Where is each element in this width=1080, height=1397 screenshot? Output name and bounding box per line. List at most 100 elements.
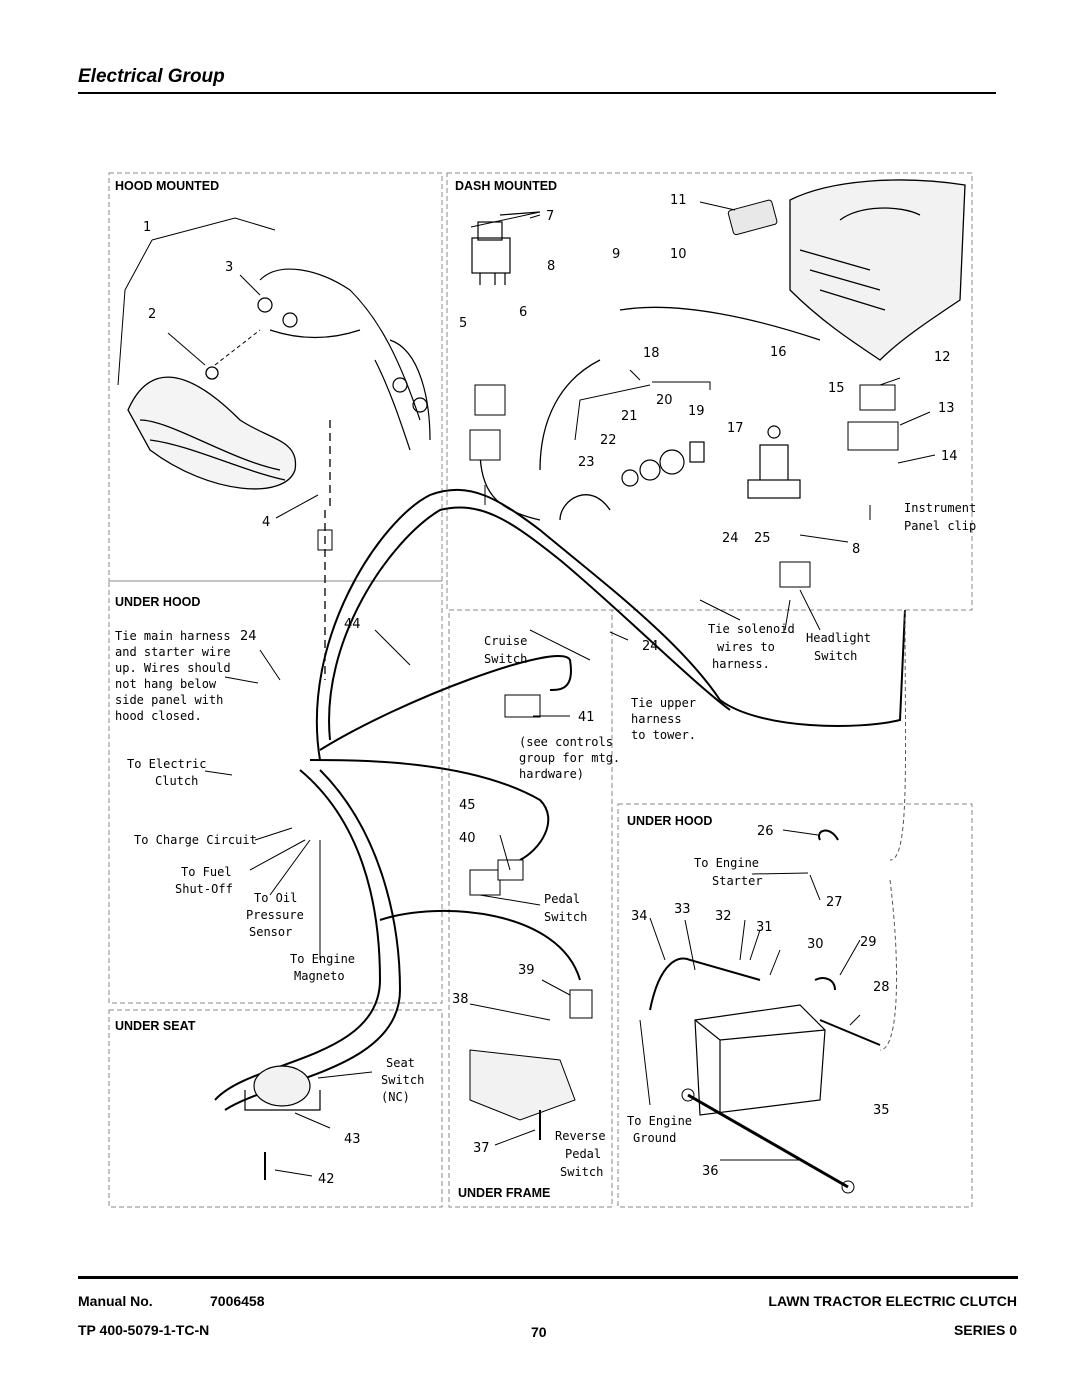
label-seat-switch-0: Seat [386,1056,415,1070]
callout-14: 14 [941,449,958,464]
diagram-labels: Tie main harness and starter wire up. Wi… [115,501,976,1179]
label-see-controls-1: group for mtg. [519,751,620,765]
label-headlight-switch-1: Switch [814,649,857,663]
section-under-hood-right: UNDER HOOD [627,814,712,828]
starter-cable-icon [819,1019,881,1046]
callout-5: 5 [459,316,467,331]
callout-25: 25 [754,531,771,546]
main-harness [214,488,906,1111]
page-number: 70 [531,1324,547,1340]
label-to-oil-2: Sensor [249,925,292,939]
callout-7: 7 [546,209,554,224]
battery-cable-icon [649,957,761,1011]
headlight-assembly-icon [127,366,297,490]
label-to-charge-circuit: To Charge Circuit [134,833,257,847]
cruise-switch-icon [504,694,541,718]
manual-label: Manual No. [78,1293,153,1309]
callout-20: 20 [656,393,673,408]
leader-lines [117,201,936,1177]
callout-13: 13 [938,401,955,416]
callout-6: 6 [519,305,527,320]
label-tie-main-3: not hang below [115,677,217,691]
label-tie-main-4: side panel with [115,693,223,707]
callout-1: 1 [143,220,151,235]
callout-2: 2 [148,307,156,322]
pto-switch-5-icon [474,384,506,416]
boot-26-icon [818,829,839,841]
callout-24a: 24 [722,531,739,546]
section-under-frame: UNDER FRAME [458,1186,550,1200]
label-instrument-panel-0: Instrument [904,501,976,515]
label-to-engine-ground-1: Ground [633,1131,676,1145]
section-under-seat: UNDER SEAT [115,1019,196,1033]
connector-4-icon [317,529,333,551]
rod-end-icon [841,1180,855,1194]
label-to-oil-0: To Oil [254,891,297,905]
callout-30: 30 [807,937,824,952]
label-to-electric-clutch-1: Clutch [155,774,198,788]
callout-16: 16 [770,345,787,360]
manual-number: 7006458 [210,1293,265,1309]
callout-28: 28 [873,980,890,995]
label-tie-solenoid-0: Tie solenoid [708,622,795,636]
callout-45: 45 [459,798,476,813]
warning-light-12-icon [859,384,896,411]
label-see-controls-0: (see controls [519,735,613,749]
label-reverse-pedal-1: Pedal [565,1147,601,1161]
hood-tower-icon [789,179,966,361]
callout-numbers: 1 2 3 4 5 6 7 8 8 9 10 11 12 13 14 15 16… [143,193,958,1187]
label-to-electric-clutch-0: To Electric [127,757,206,771]
callout-32: 32 [715,909,732,924]
callout-40: 40 [459,831,476,846]
label-headlight-switch-0: Headlight [806,631,871,645]
label-reverse-pedal-2: Switch [560,1165,603,1179]
label-tie-solenoid-2: harness. [712,657,770,671]
section-under-hood-left: UNDER HOOD [115,595,200,609]
label-to-engine-starter-1: Starter [712,874,763,888]
label-tie-main-2: up. Wires should [115,661,231,675]
solenoid-icon [747,425,801,499]
label-tie-upper-2: to tower. [631,728,696,742]
callout-18: 18 [643,346,660,361]
connector-45-icon [497,859,524,881]
callout-19: 19 [688,404,705,419]
key-switch-parts-icon [621,441,705,487]
page-title: Electrical Group [78,66,225,87]
callout-26: 26 [757,824,774,839]
label-pedal-switch-1: Switch [544,910,587,924]
ignition-switch-icon [471,211,541,285]
callout-21: 21 [621,409,638,424]
callout-24b: 24 [240,629,257,644]
reverse-bracket-icon [469,1049,576,1121]
callout-42: 42 [318,1172,335,1187]
battery-wire [879,879,898,1051]
section-hood-mounted: HOOD MOUNTED [115,179,219,193]
callout-9: 9 [612,247,620,262]
panel-plug-11-icon [727,199,778,236]
starter-wire [889,609,907,861]
callout-17: 17 [727,421,744,436]
dash-wires [479,306,821,521]
label-to-engine-magneto-0: To Engine [290,952,355,966]
battery-icon [694,1004,826,1116]
callout-15: 15 [828,381,845,396]
callout-37: 37 [473,1141,490,1156]
callout-38: 38 [452,992,469,1007]
bezel-13-icon [847,421,899,451]
callout-27: 27 [826,895,843,910]
callout-12: 12 [934,350,951,365]
label-see-controls-2: hardware) [519,767,584,781]
callout-35: 35 [873,1103,890,1118]
rod-end-icon [681,1088,695,1102]
footer-rule [78,1276,1018,1279]
reverse-switch-icon [569,989,593,1019]
callout-4: 4 [262,515,270,530]
label-pedal-switch-0: Pedal [544,892,580,906]
section-frames [108,172,973,1208]
product-name: LAWN TRACTOR ELECTRIC CLUTCH [768,1293,1017,1309]
section-dash-mounted: DASH MOUNTED [455,179,557,193]
callout-11: 11 [670,193,687,208]
label-tie-main-5: hood closed. [115,709,202,723]
label-tie-upper-1: harness [631,712,682,726]
